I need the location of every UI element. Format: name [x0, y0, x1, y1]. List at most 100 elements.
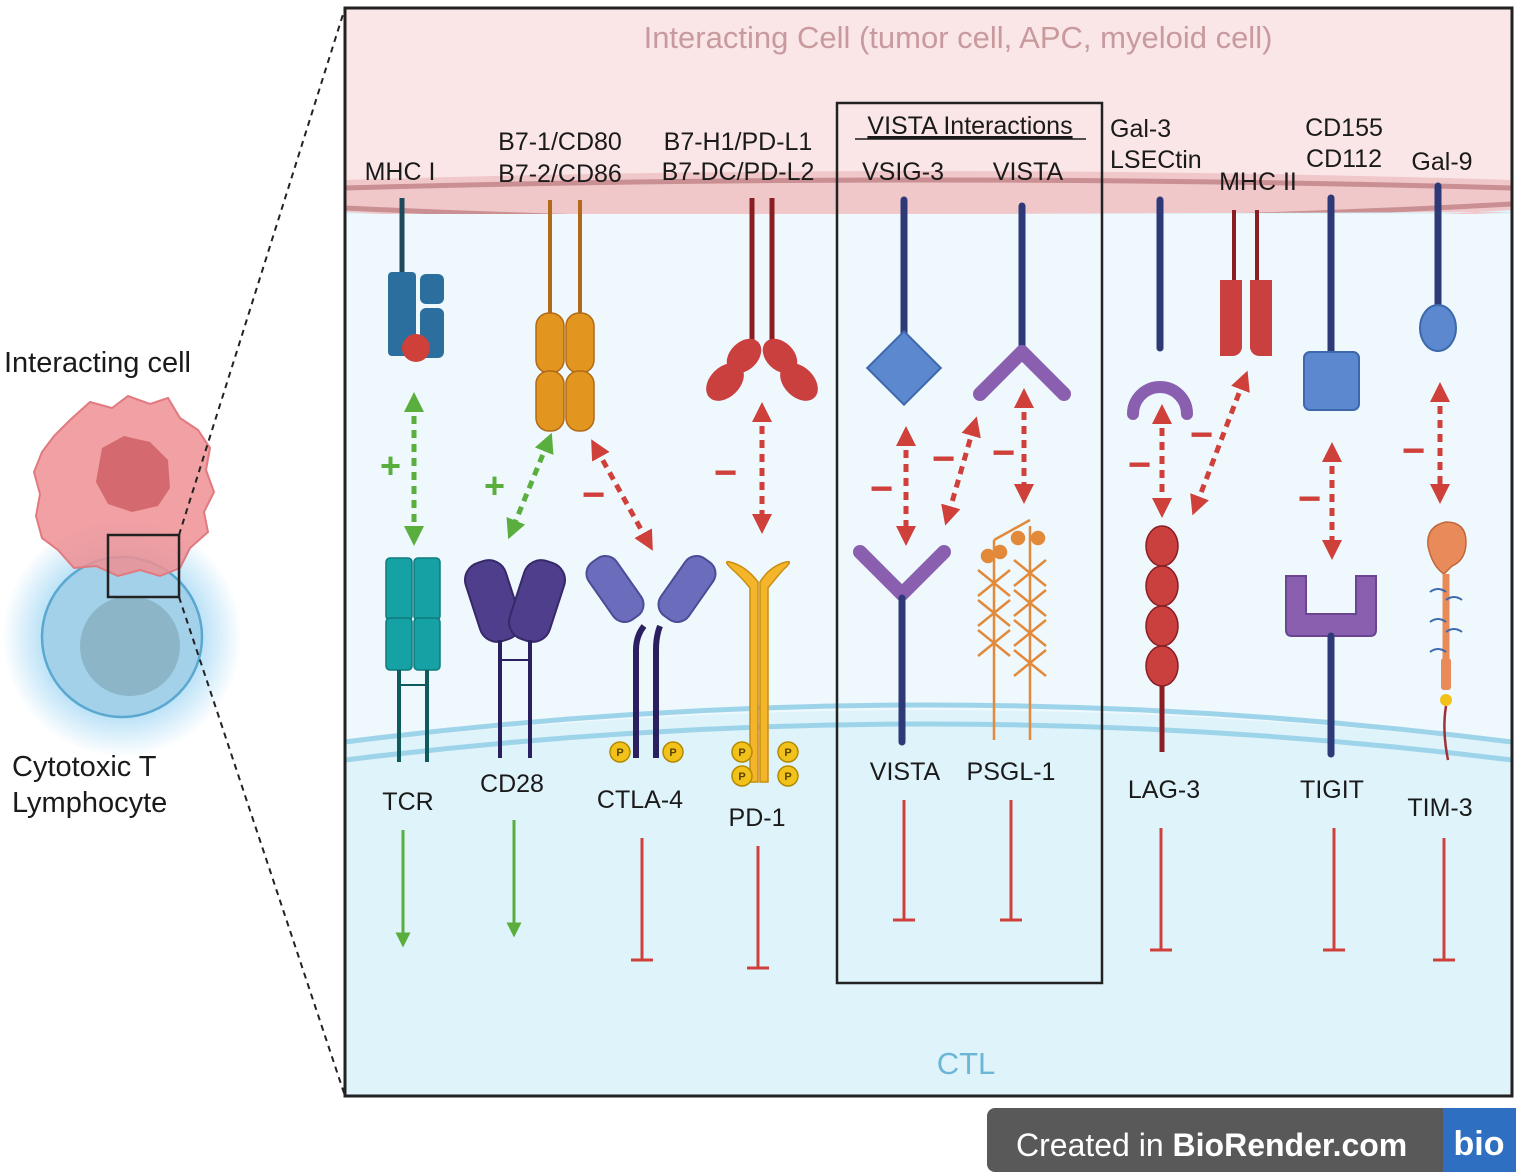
ctl-membrane-inner	[344, 721, 1513, 763]
interaction-signs: + + − − − − − − − − −	[380, 413, 1425, 521]
vista-box-frame	[835, 101, 1104, 985]
sign-mhc1-tcr: +	[380, 445, 401, 486]
label-vsig3: VSIG-3	[862, 158, 944, 186]
label-tigit: TIGIT	[1300, 776, 1364, 804]
interaction-arrows	[404, 370, 1450, 560]
label-cd112: CD112	[1306, 145, 1382, 173]
label-vista-receptor: VISTA	[870, 758, 941, 786]
vista-interactions-box: VISTA Interactions	[835, 101, 1104, 985]
label-pdl-line1: B7-H1/PD-L1	[664, 128, 813, 156]
sign-b7-cd28: +	[484, 465, 505, 506]
cd28-molecule	[464, 559, 566, 758]
tigit-molecule	[1285, 575, 1377, 758]
label-tcr: TCR	[382, 788, 433, 816]
ctl-nucleus	[80, 596, 180, 696]
label-gal3: Gal-3	[1110, 115, 1171, 143]
arrow-vista-cross	[941, 416, 981, 526]
svg-text:P: P	[616, 747, 623, 759]
sign-cd155-tigit: −	[1298, 477, 1321, 521]
sign-gal9-tim3: −	[1402, 429, 1425, 473]
main-panel-border	[343, 6, 1514, 1098]
ctl-region-label: CTL	[937, 1046, 996, 1081]
label-lag3: LAG-3	[1128, 776, 1200, 804]
gal3-molecule	[1127, 196, 1193, 420]
ctl-label-line1: Cytotoxic T	[12, 751, 157, 783]
ctl-cytoplasm	[345, 710, 1512, 1096]
label-pdl-line2: B7-DC/PD-L2	[662, 158, 815, 186]
interacting-cell-label: Interacting cell	[4, 347, 191, 379]
sign-b7-ctla4: −	[582, 473, 605, 517]
signal-lag3-inhibition	[1150, 828, 1172, 952]
label-lsectin: LSECtin	[1110, 146, 1202, 174]
svg-text:P: P	[669, 747, 676, 759]
gal9-molecule	[1419, 182, 1457, 352]
svg-text:P: P	[784, 747, 791, 759]
main-panel: Interacting Cell (tumor cell, APC, myelo…	[343, 6, 1514, 1098]
biorender-logo: bio	[1454, 1125, 1505, 1163]
ctl-membrane-outer	[344, 702, 1513, 745]
footer-bar	[987, 1108, 1516, 1172]
mhc1-molecule	[388, 198, 444, 362]
zoom-line-top	[178, 7, 346, 536]
sign-vista-psgl1: −	[992, 431, 1015, 475]
sign-vsig3-vista: −	[870, 467, 893, 511]
receptor-labels: TCR CD28 CTLA-4 PD-1 VISTA PSGL-1 LAG-3 …	[382, 758, 1472, 832]
top-banner-label: Interacting Cell (tumor cell, APC, myelo…	[644, 20, 1273, 55]
b7-molecule	[535, 200, 595, 432]
psgl1-molecule	[977, 518, 1047, 740]
vista-box-title: VISTA Interactions	[867, 112, 1072, 140]
zoom-line-bottom	[178, 596, 346, 1097]
tcr-molecule	[385, 557, 441, 762]
label-cd28: CD28	[480, 770, 544, 798]
arrow-b7-ctla4	[591, 439, 653, 551]
signal-vista-inhibition	[893, 800, 915, 922]
footer-text: Created in BioRender.com	[1016, 1127, 1407, 1163]
sign-pdl-pd1: −	[714, 451, 737, 495]
arrow-b7-cd28	[506, 432, 554, 540]
svg-text:P: P	[784, 771, 791, 783]
label-mhc1: MHC I	[365, 158, 436, 186]
ctla4-molecule: P P	[585, 555, 717, 763]
label-mhc2: MHC II	[1219, 168, 1297, 196]
vista-ligand-molecule	[973, 202, 1071, 401]
label-b7-line1: B7-1/CD80	[498, 128, 622, 156]
svg-text:P: P	[738, 771, 745, 783]
sign-gal3-lag3: −	[1128, 443, 1151, 487]
lag3-molecule	[1145, 525, 1179, 752]
label-psgl1: PSGL-1	[967, 758, 1056, 786]
signal-tim3-inhibition	[1433, 838, 1455, 962]
label-tim3: TIM-3	[1407, 794, 1472, 822]
left-overview: Interacting cell Cytotoxic T Lymphocyte	[2, 7, 346, 1097]
biorender-footer[interactable]: Created in BioRender.com bio	[987, 1108, 1516, 1172]
tim3-molecule	[1427, 521, 1467, 761]
biorender-logo-box	[1443, 1108, 1516, 1172]
ligand-labels: MHC I B7-1/CD80 B7-2/CD86 B7-H1/PD-L1 B7…	[365, 114, 1473, 196]
interacting-cell-region	[345, 8, 1512, 194]
interacting-membrane-outer	[344, 177, 1513, 191]
label-ctla4: CTLA-4	[597, 786, 683, 814]
signal-psgl1-inhibition	[1000, 800, 1022, 922]
signal-ctla4-inhibition	[631, 838, 653, 962]
pd1-molecule: P P P P	[725, 560, 799, 787]
mhc2-molecule	[1220, 210, 1272, 356]
zoom-box	[106, 533, 181, 599]
arrow-mhc2-lag3	[1190, 370, 1250, 516]
label-b7-line2: B7-2/CD86	[498, 160, 622, 188]
cd155-molecule	[1303, 194, 1360, 411]
label-gal9: Gal-9	[1411, 148, 1472, 176]
vsig3-molecule	[865, 196, 943, 407]
ctl-label-line2: Lymphocyte	[12, 787, 167, 819]
label-cd155: CD155	[1305, 114, 1383, 142]
label-pd1: PD-1	[729, 804, 786, 832]
pdl-molecule	[706, 198, 818, 401]
sign-vista-cross: −	[932, 437, 955, 481]
sign-mhc2-lag3: −	[1190, 413, 1213, 457]
svg-text:P: P	[738, 747, 745, 759]
interacting-cell-nucleus	[96, 436, 170, 512]
signal-pd1-inhibition	[747, 846, 769, 970]
signaling-outputs	[395, 800, 1455, 970]
signal-tigit-inhibition	[1323, 828, 1345, 952]
vista-receptor-molecule	[853, 545, 951, 746]
label-vista-ligand: VISTA	[993, 158, 1064, 186]
